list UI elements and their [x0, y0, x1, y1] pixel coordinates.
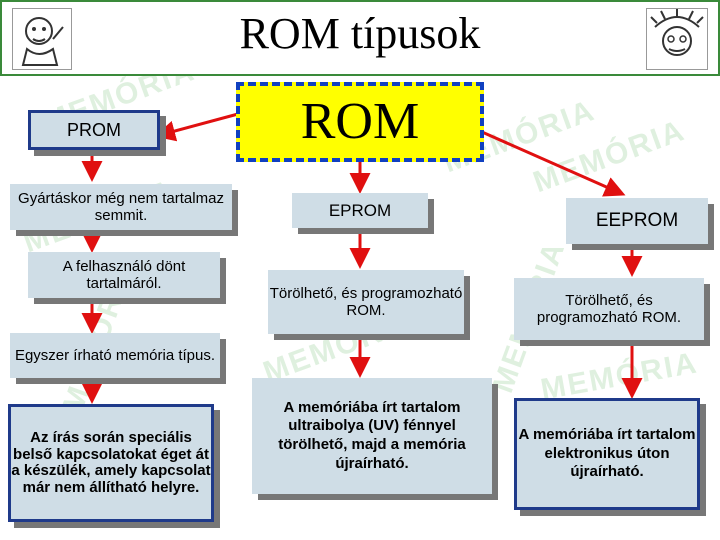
eprom-desc-2: A memóriába írt tartalom ultraibolya (UV…: [252, 378, 492, 494]
eprom-box: EPROM: [292, 193, 428, 228]
eeprom-box: EEPROM: [566, 198, 708, 244]
eeprom-desc-2: A memóriába írt tartalom elektronikus út…: [514, 398, 700, 510]
page-title: ROM típusok: [2, 8, 718, 59]
prom-box: PROM: [28, 110, 160, 150]
prom-desc-4: Az írás során speciális belső kapcsolato…: [8, 404, 214, 522]
prom-desc-2: A felhasználó dönt tartalmáról.: [28, 252, 220, 298]
prom-desc-3: Egyszer írható memória típus.: [10, 333, 220, 378]
prom-desc-1: Gyártáskor még nem tartalmaz semmit.: [10, 184, 232, 230]
header-bar: ROM típusok: [0, 0, 720, 76]
eprom-desc-1: Törölhető, és programozható ROM.: [268, 270, 464, 334]
arrow-rom-to-eeprom: [482, 132, 620, 193]
rom-box: ROM: [236, 82, 484, 162]
arrow-rom-to-prom: [160, 114, 238, 135]
professor-cartoon-icon: [646, 8, 708, 70]
eeprom-desc-1: Törölhető, és programozható ROM.: [514, 278, 704, 340]
